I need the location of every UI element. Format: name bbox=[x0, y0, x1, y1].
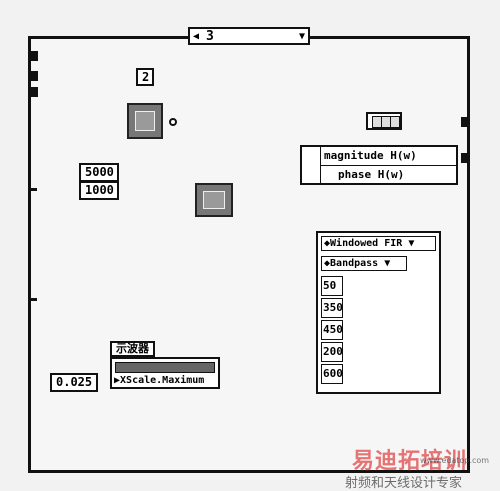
magnitude-label: magnitude H(w) bbox=[320, 147, 456, 166]
scope-node-bar bbox=[115, 362, 215, 373]
ring-arrow-icon: ◆ bbox=[324, 258, 331, 269]
filter-vi-icon[interactable] bbox=[195, 183, 233, 217]
param-taps[interactable]: 450 bbox=[321, 320, 343, 340]
window-type-enum[interactable]: ◆Windowed FIR ▼ bbox=[321, 236, 436, 251]
left-tunnel-1[interactable] bbox=[30, 51, 38, 61]
window-type-value: Windowed FIR bbox=[330, 238, 403, 249]
param-low-cutoff[interactable]: 50 bbox=[321, 276, 343, 296]
bundle-icon[interactable] bbox=[366, 112, 402, 130]
watermark-url: www.edatop.com bbox=[420, 456, 490, 465]
filter-type-value: Bandpass bbox=[330, 258, 379, 269]
param-high-cutoff[interactable]: 350 bbox=[321, 298, 343, 318]
param-lower-freq[interactable]: 200 bbox=[321, 342, 343, 362]
scope-property-node[interactable]: ▶XScale.Maximum bbox=[110, 357, 220, 389]
down-arrow-icon: ▼ bbox=[384, 258, 391, 269]
ring-arrow-icon: ▶ bbox=[114, 375, 121, 386]
left-tunnel-2[interactable] bbox=[30, 71, 38, 81]
scope-property-value: XScale.Maximum bbox=[120, 375, 205, 386]
left-tunnel-3[interactable] bbox=[30, 87, 38, 97]
phase-label: phase H(w) bbox=[338, 168, 405, 181]
wire-junction bbox=[169, 118, 177, 126]
right-tunnel-1[interactable] bbox=[461, 117, 469, 127]
sampling-rate-constant[interactable]: 5000 bbox=[79, 163, 119, 182]
right-tunnel-2[interactable] bbox=[461, 153, 469, 163]
filter-output-labels[interactable]: magnitude H(w) phase H(w) bbox=[300, 145, 458, 185]
left-arrow-icon[interactable]: ◀ bbox=[193, 31, 200, 42]
down-arrow-icon[interactable]: ▼ bbox=[298, 31, 305, 42]
scope-property-name: ▶XScale.Maximum bbox=[114, 374, 216, 387]
ring-arrow-icon: ◆ bbox=[324, 238, 331, 249]
ring-arrow-icon bbox=[302, 147, 321, 183]
left-tick-2 bbox=[31, 298, 37, 301]
filter-type-enum[interactable]: ◆Bandpass ▼ bbox=[321, 256, 407, 271]
order-constant[interactable]: 2 bbox=[136, 68, 154, 86]
param-upper-freq[interactable]: 600 bbox=[321, 364, 343, 384]
fir-parameter-cluster[interactable]: ◆Windowed FIR ▼ ◆Bandpass ▼ 50 350 450 2… bbox=[316, 231, 441, 394]
watermark-logo-text: 易迪拓培训 bbox=[352, 449, 468, 474]
watermark-tagline: 射频和天线设计专家 bbox=[345, 476, 463, 491]
case-selector-value: 3 bbox=[206, 29, 214, 44]
down-arrow-icon: ▼ bbox=[408, 238, 415, 249]
scale-max-constant[interactable]: 0.025 bbox=[50, 373, 98, 392]
waveform-vi-icon[interactable] bbox=[127, 103, 163, 139]
scope-label: 示波器 bbox=[110, 341, 155, 357]
case-selector[interactable]: ◀ 3 ▼ bbox=[188, 27, 310, 45]
left-tick-1 bbox=[31, 188, 37, 191]
samples-constant[interactable]: 1000 bbox=[79, 181, 119, 200]
